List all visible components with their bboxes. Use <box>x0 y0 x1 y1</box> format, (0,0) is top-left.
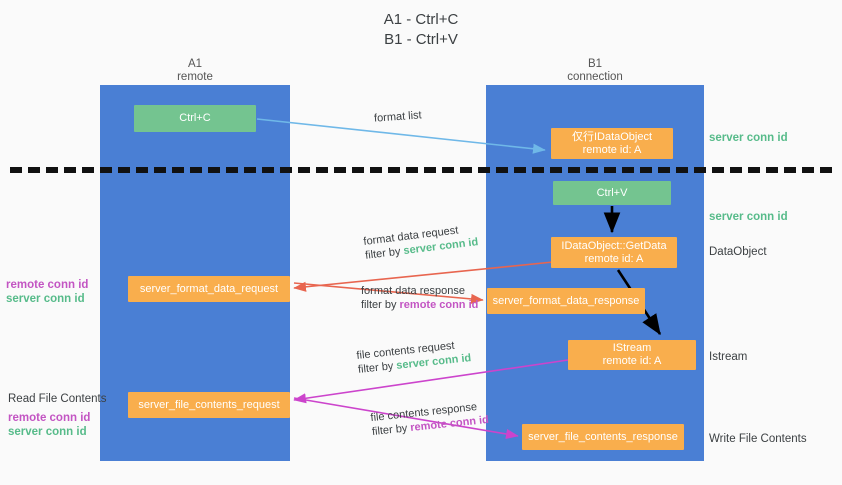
annotation-istream: Istream <box>709 351 748 363</box>
box-data-object-line1: 仅行IDataObject <box>571 130 653 143</box>
connector-format-data-response <box>293 282 484 305</box>
annotation-remote-conn-id-middle: remote conn id <box>6 279 89 291</box>
box-istream-line2: remote id: A <box>602 355 662 367</box>
box-ctrl-c-label: Ctrl+C <box>179 112 211 124</box>
annotation-server-conn-id-middle: server conn id <box>709 211 788 223</box>
title-line-1: A1 - Ctrl+C <box>383 11 459 28</box>
annotation-server-conn-id-left-bottom: server conn id <box>8 426 87 438</box>
edge-label-format-data-response: format data response filter by remote co… <box>361 284 478 312</box>
connector-file-contents-request <box>293 359 569 404</box>
column-header-a1: A1 remote <box>130 58 260 84</box>
box-server-file-contents-response[interactable]: server_file_contents_response <box>522 424 684 450</box>
box-get-data-line2: remote id: A <box>584 252 644 265</box>
box-ctrl-v[interactable]: Ctrl+V <box>553 181 671 205</box>
box-server-format-data-response-label: server_format_data_response <box>492 294 640 307</box>
column-a1-name: A1 <box>187 58 203 70</box>
phase-separator <box>10 167 832 173</box>
box-server-format-data-request-label: server_format_data_request <box>139 282 279 295</box>
box-server-file-contents-request[interactable]: server_file_contents_request <box>128 392 290 418</box>
box-istream-line1: IStream <box>612 342 652 354</box>
annotation-server-conn-id-left-middle: server conn id <box>6 293 85 305</box>
box-ctrl-v-label: Ctrl+V <box>596 186 628 199</box>
box-istream[interactable]: IStream remote id: A <box>568 340 696 370</box>
box-data-object-line2: remote id: A <box>582 143 642 156</box>
page-title: A1 - Ctrl+C B1 - Ctrl+V <box>0 10 842 50</box>
annotation-server-conn-id-top: server conn id <box>709 132 788 144</box>
column-b1-role: connection <box>567 71 623 83</box>
edge-label-format-data-response-filter-value: remote conn id <box>399 299 479 311</box>
edge-label-format-data-response-filter-prefix: filter by <box>361 299 400 311</box>
box-get-data-line1: IDataObject::GetData <box>561 239 667 252</box>
edge-label-file-contents-response-filter-prefix: filter by <box>371 422 411 439</box>
annotation-write-file-contents: Write File Contents <box>709 433 807 445</box>
box-data-object[interactable]: 仅行IDataObject remote id: A <box>551 128 673 159</box>
box-server-file-contents-response-label: server_file_contents_response <box>528 430 678 443</box>
column-b1-name: B1 <box>587 58 603 70</box>
title-line-2: B1 - Ctrl+V <box>384 31 458 48</box>
box-server-format-data-response[interactable]: server_format_data_response <box>487 288 645 314</box>
box-server-file-contents-request-label: server_file_contents_request <box>138 398 280 411</box>
annotation-remote-conn-id-bottom: remote conn id <box>8 412 91 424</box>
annotation-data-object: DataObject <box>709 246 767 258</box>
edge-label-format-list-text: format list <box>373 109 423 125</box>
box-server-format-data-request[interactable]: server_format_data_request <box>128 276 290 302</box>
column-a1-role: remote <box>177 71 213 83</box>
connector-format-data-request <box>293 261 554 292</box>
column-header-b1: B1 connection <box>530 58 660 84</box>
connector-format-list <box>256 118 546 154</box>
edge-label-format-data-response-text: format data response <box>361 285 465 297</box>
annotation-read-file-contents: Read File Contents <box>8 393 107 405</box>
annotation-conn-ids-middle: remote conn id server conn id <box>6 278 104 306</box>
box-ctrl-c[interactable]: Ctrl+C <box>134 105 256 132</box>
box-get-data[interactable]: IDataObject::GetData remote id: A <box>551 237 677 268</box>
annotation-conn-ids-bottom: remote conn id server conn id <box>8 411 108 439</box>
connector-file-contents-response <box>293 397 519 440</box>
edge-label-file-contents-request-filter-prefix: filter by <box>357 359 397 376</box>
